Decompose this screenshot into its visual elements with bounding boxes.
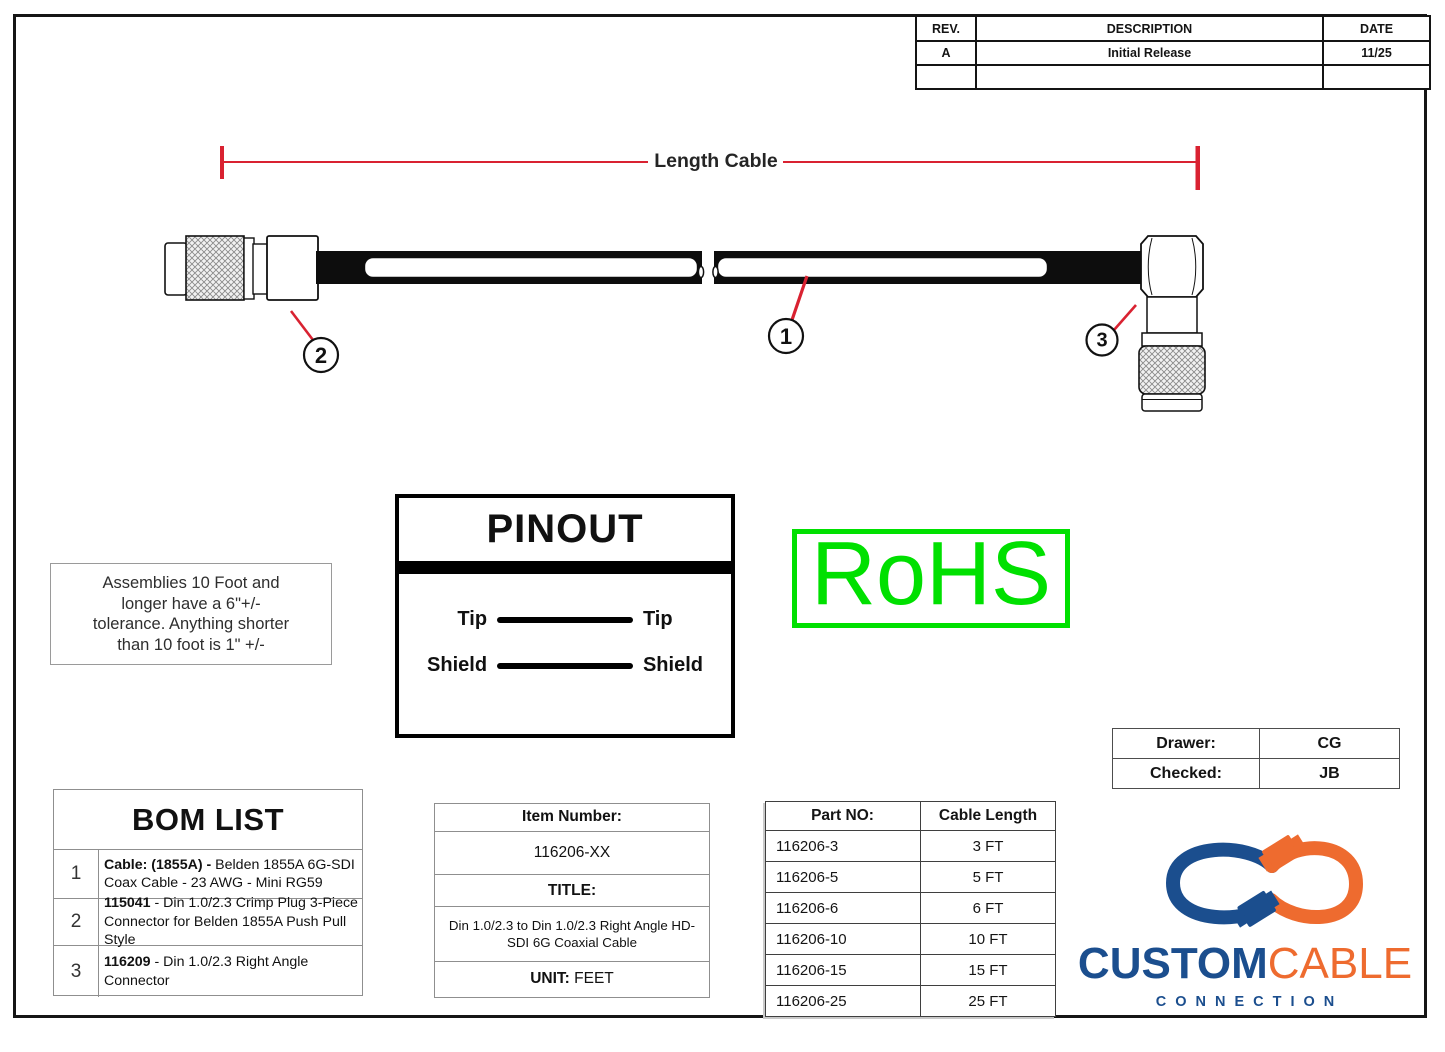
pinout-right-label: Tip — [642, 608, 673, 630]
company-logo: CUSTOMCABLE CONNECTION — [1075, 826, 1415, 1016]
part-row: 116206-5 5 FT — [765, 861, 1056, 893]
revision-row-empty — [915, 64, 1431, 90]
title-value: Din 1.0/2.3 to Din 1.0/2.3 Right Angle H… — [435, 907, 709, 962]
length-dimension-line — [220, 146, 1200, 190]
cable-break-mark — [712, 265, 719, 279]
cable-assembly-drawing — [164, 146, 1206, 412]
pinout-row-tip: Tip Tip — [399, 608, 731, 631]
description-header: DESCRIPTION — [975, 15, 1324, 42]
part-number-table: Part NO: Cable Length 116206-3 3 FT 1162… — [765, 801, 1056, 1017]
bom-item-description: Cable: (1855A) - Belden 1855A 6G-SDI Coa… — [104, 856, 355, 892]
approval-row: Checked: JB — [1112, 758, 1400, 789]
bom-item-description: 115041 - Din 1.0/2.3 Crimp Plug 3-Piece … — [104, 895, 358, 949]
pinout-title: PINOUT — [486, 507, 644, 551]
date-header: DATE — [1322, 15, 1431, 42]
pinout-divider — [399, 561, 731, 574]
item-number-value: 116206-XX — [435, 832, 709, 875]
part-row: 116206-10 10 FT — [765, 923, 1056, 955]
part-row: 116206-3 3 FT — [765, 830, 1056, 862]
pinout-row-shield: Shield Shield — [399, 654, 731, 677]
rev-header: REV. — [915, 15, 977, 42]
bom-item-description: 116209 - Din 1.0/2.3 Right Angle Connect… — [104, 954, 309, 989]
rev-value: A — [915, 40, 977, 66]
cable-break-mark — [697, 265, 705, 279]
revision-header-row: REV. DESCRIPTION DATE — [915, 15, 1431, 42]
item-number-label: Item Number: — [435, 804, 709, 832]
pinout-wire-line — [497, 662, 633, 669]
date-value: 11/25 — [1322, 40, 1431, 66]
logo-connection-text: CONNECTION — [1155, 994, 1344, 1010]
callout-3: 3 — [1096, 329, 1108, 352]
pinout-box: PINOUT Tip Tip Shield Shield — [395, 494, 735, 738]
part-row: 116206-25 25 FT — [765, 985, 1056, 1017]
pinout-left-label: Shield — [427, 654, 488, 676]
rohs-badge: RoHS — [792, 529, 1070, 628]
coax-cable — [316, 251, 1142, 284]
bom-title: BOM LIST — [54, 790, 362, 850]
cable-length-header: Cable Length — [920, 801, 1056, 831]
bom-item-row: 1 Cable: (1855A) - Belden 1855A 6G-SDI C… — [54, 850, 362, 899]
bom-list: BOM LIST 1 Cable: (1855A) - Belden 1855A… — [53, 789, 363, 997]
part-row: 116206-6 6 FT — [765, 892, 1056, 924]
title-label: TITLE: — [435, 875, 709, 908]
left-din-connector — [164, 235, 319, 301]
bom-item-number: 1 — [54, 850, 99, 898]
drawer-label: Drawer: — [1112, 728, 1260, 759]
logo-cable-text: CABLE — [1267, 939, 1413, 988]
callout-balloons — [289, 275, 1137, 374]
blue-plug-icon — [1232, 890, 1280, 928]
item-info-block: Item Number: 116206-XX TITLE: Din 1.0/2.… — [434, 803, 710, 998]
callout-2: 2 — [314, 343, 328, 368]
length-cable-label: Length Cable — [654, 150, 778, 172]
tolerance-note: Assemblies 10 Foot and longer have a 6"+… — [50, 563, 332, 665]
orange-plug-icon — [1258, 834, 1306, 872]
unit-row: UNIT: FEET — [435, 962, 709, 997]
bom-item-row: 3 116209 - Din 1.0/2.3 Right Angle Conne… — [54, 946, 362, 997]
checked-label: Checked: — [1112, 758, 1260, 789]
revision-table: REV. DESCRIPTION DATE A Initial Release … — [915, 15, 1431, 90]
checked-value: JB — [1259, 758, 1400, 789]
pinout-right-label: Shield — [642, 654, 703, 676]
right-angle-din-connector — [1138, 235, 1206, 412]
drawer-value: CG — [1259, 728, 1400, 759]
approval-table: Drawer: CG Checked: JB — [1112, 728, 1400, 789]
sheet-border — [13, 14, 1427, 1018]
bom-item-row: 2 115041 - Din 1.0/2.3 Crimp Plug 3-Piec… — [54, 895, 362, 949]
unit-value: FEET — [569, 970, 614, 988]
logo-wordmark: CUSTOMCABLE — [1075, 942, 1415, 986]
pinout-left-label: Tip — [457, 608, 488, 630]
part-row: 116206-15 15 FT — [765, 954, 1056, 986]
part-no-header: Part NO: — [765, 801, 921, 831]
bom-item-number: 2 — [54, 899, 99, 945]
revision-row: A Initial Release 11/25 — [915, 40, 1431, 66]
pinout-wire-line — [497, 616, 633, 623]
callout-1: 1 — [779, 324, 793, 349]
bom-item-number: 3 — [54, 946, 99, 997]
description-value: Initial Release — [975, 40, 1324, 66]
infinity-cable-logo-icon — [1165, 834, 1364, 928]
logo-custom-text: CUSTOM — [1077, 939, 1268, 988]
approval-row: Drawer: CG — [1112, 728, 1400, 759]
part-table-header-row: Part NO: Cable Length — [765, 801, 1056, 831]
unit-label: UNIT: — [530, 970, 570, 988]
